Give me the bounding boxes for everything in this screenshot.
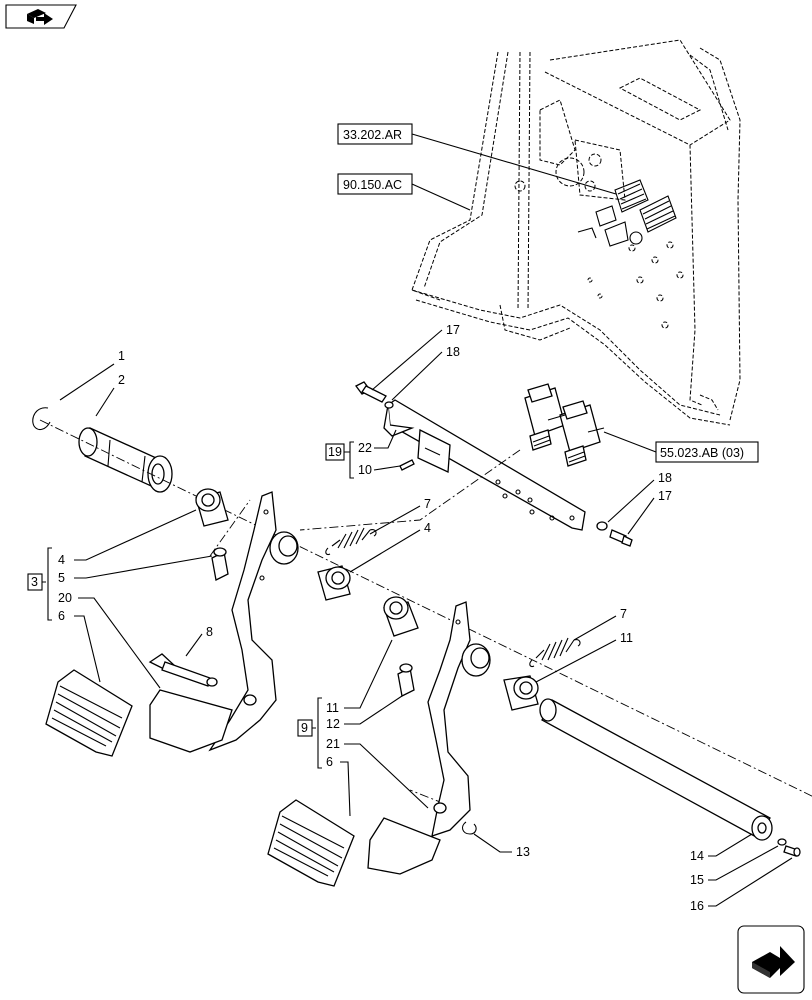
callout-label-c17b: 17 <box>658 489 672 503</box>
right-pedal-pad <box>367 817 441 875</box>
axis-line-2 <box>299 449 521 531</box>
bushing-4-left <box>195 488 229 527</box>
callout-label-g19: 19 <box>328 445 342 459</box>
callout-label-c13: 13 <box>516 845 530 859</box>
bracket-plate <box>383 399 586 531</box>
bolt-right <box>596 521 633 547</box>
callout-label-g9: 9 <box>301 721 308 735</box>
callout-label-c6b: 6 <box>326 755 333 769</box>
chassis-frame <box>411 39 741 426</box>
callout-label-c4b: 4 <box>424 521 431 535</box>
leader-ref1 <box>411 133 617 195</box>
callout-label-ref1: 33.202.AR <box>343 128 402 142</box>
reference-55-023-ab[interactable]: 55.023.AB (03) <box>655 441 759 463</box>
callout-label-c14: 14 <box>690 849 704 863</box>
callout-label-c11b: 11 <box>620 631 633 645</box>
leader-ref3 <box>603 431 657 453</box>
left-pedal-pad <box>149 689 233 753</box>
solenoid-valve-assembly <box>524 383 605 467</box>
callout-label-c16: 16 <box>690 899 704 913</box>
callout-label-c5a: 5 <box>58 571 65 585</box>
callouts: 1 2 17 18 19 22 10 7 4 3 4 5 20 6 <box>27 323 793 913</box>
callout-label-c18a: 18 <box>446 345 460 359</box>
book-arrow-icon[interactable] <box>5 4 77 29</box>
left-pedal-arm <box>208 491 299 752</box>
bolt-16 <box>783 845 801 857</box>
callout-label-c22: 22 <box>358 441 372 455</box>
callout-label-c12: 12 <box>326 717 340 731</box>
callout-label-ref2: 90.150.AC <box>343 178 402 192</box>
bushing-11-right <box>503 675 539 711</box>
shaft-14 <box>539 698 773 841</box>
stop-pin-8 <box>148 653 218 687</box>
callout-label-c11a: 11 <box>326 701 339 715</box>
callout-label-c1: 1 <box>118 349 125 363</box>
pin-10 <box>399 459 415 471</box>
callout-label-c4a: 4 <box>58 553 65 567</box>
callout-label-c10: 10 <box>358 463 372 477</box>
callout-label-c7a: 7 <box>424 497 431 511</box>
rubber-pad-right <box>267 799 355 887</box>
frame-spring-assembly <box>577 179 677 247</box>
right-pedal-arm <box>427 601 491 837</box>
axis-line-1 <box>39 419 812 797</box>
callout-label-c15: 15 <box>690 873 704 887</box>
callout-label-c7b: 7 <box>620 607 627 621</box>
axis-line-3 <box>209 499 251 557</box>
callout-label-c2: 2 <box>118 373 125 387</box>
callout-label-g3: 3 <box>31 575 38 589</box>
next-page-arrow-icon[interactable] <box>737 925 805 994</box>
bushing-11-center <box>383 596 419 637</box>
sleeve-2 <box>78 427 173 493</box>
bolt-5-left <box>211 547 229 581</box>
washer-15 <box>777 838 787 846</box>
bushing-4-center <box>317 565 351 601</box>
circlip-13 <box>461 821 477 835</box>
spring-7-left <box>325 527 377 556</box>
callout-label-c20: 20 <box>58 591 72 605</box>
callout-label-c17a: 17 <box>446 323 460 337</box>
callout-label-c6a: 6 <box>58 609 65 623</box>
callout-label-c8: 8 <box>206 625 213 639</box>
reference-33-202-ar[interactable]: 33.202.AR <box>337 123 413 145</box>
leader-ref2 <box>411 183 471 211</box>
bolt-top <box>355 381 394 409</box>
spring-7-right <box>529 637 581 668</box>
bolt-12 <box>397 663 415 697</box>
circlip-1 <box>32 407 51 431</box>
reference-90-150-ac[interactable]: 90.150.AC <box>337 173 413 195</box>
callout-label-ref3: 55.023.AB (03) <box>660 446 744 460</box>
callout-label-c18b: 18 <box>658 471 672 485</box>
rubber-pad-left <box>45 669 133 757</box>
callout-label-c21: 21 <box>326 737 340 751</box>
